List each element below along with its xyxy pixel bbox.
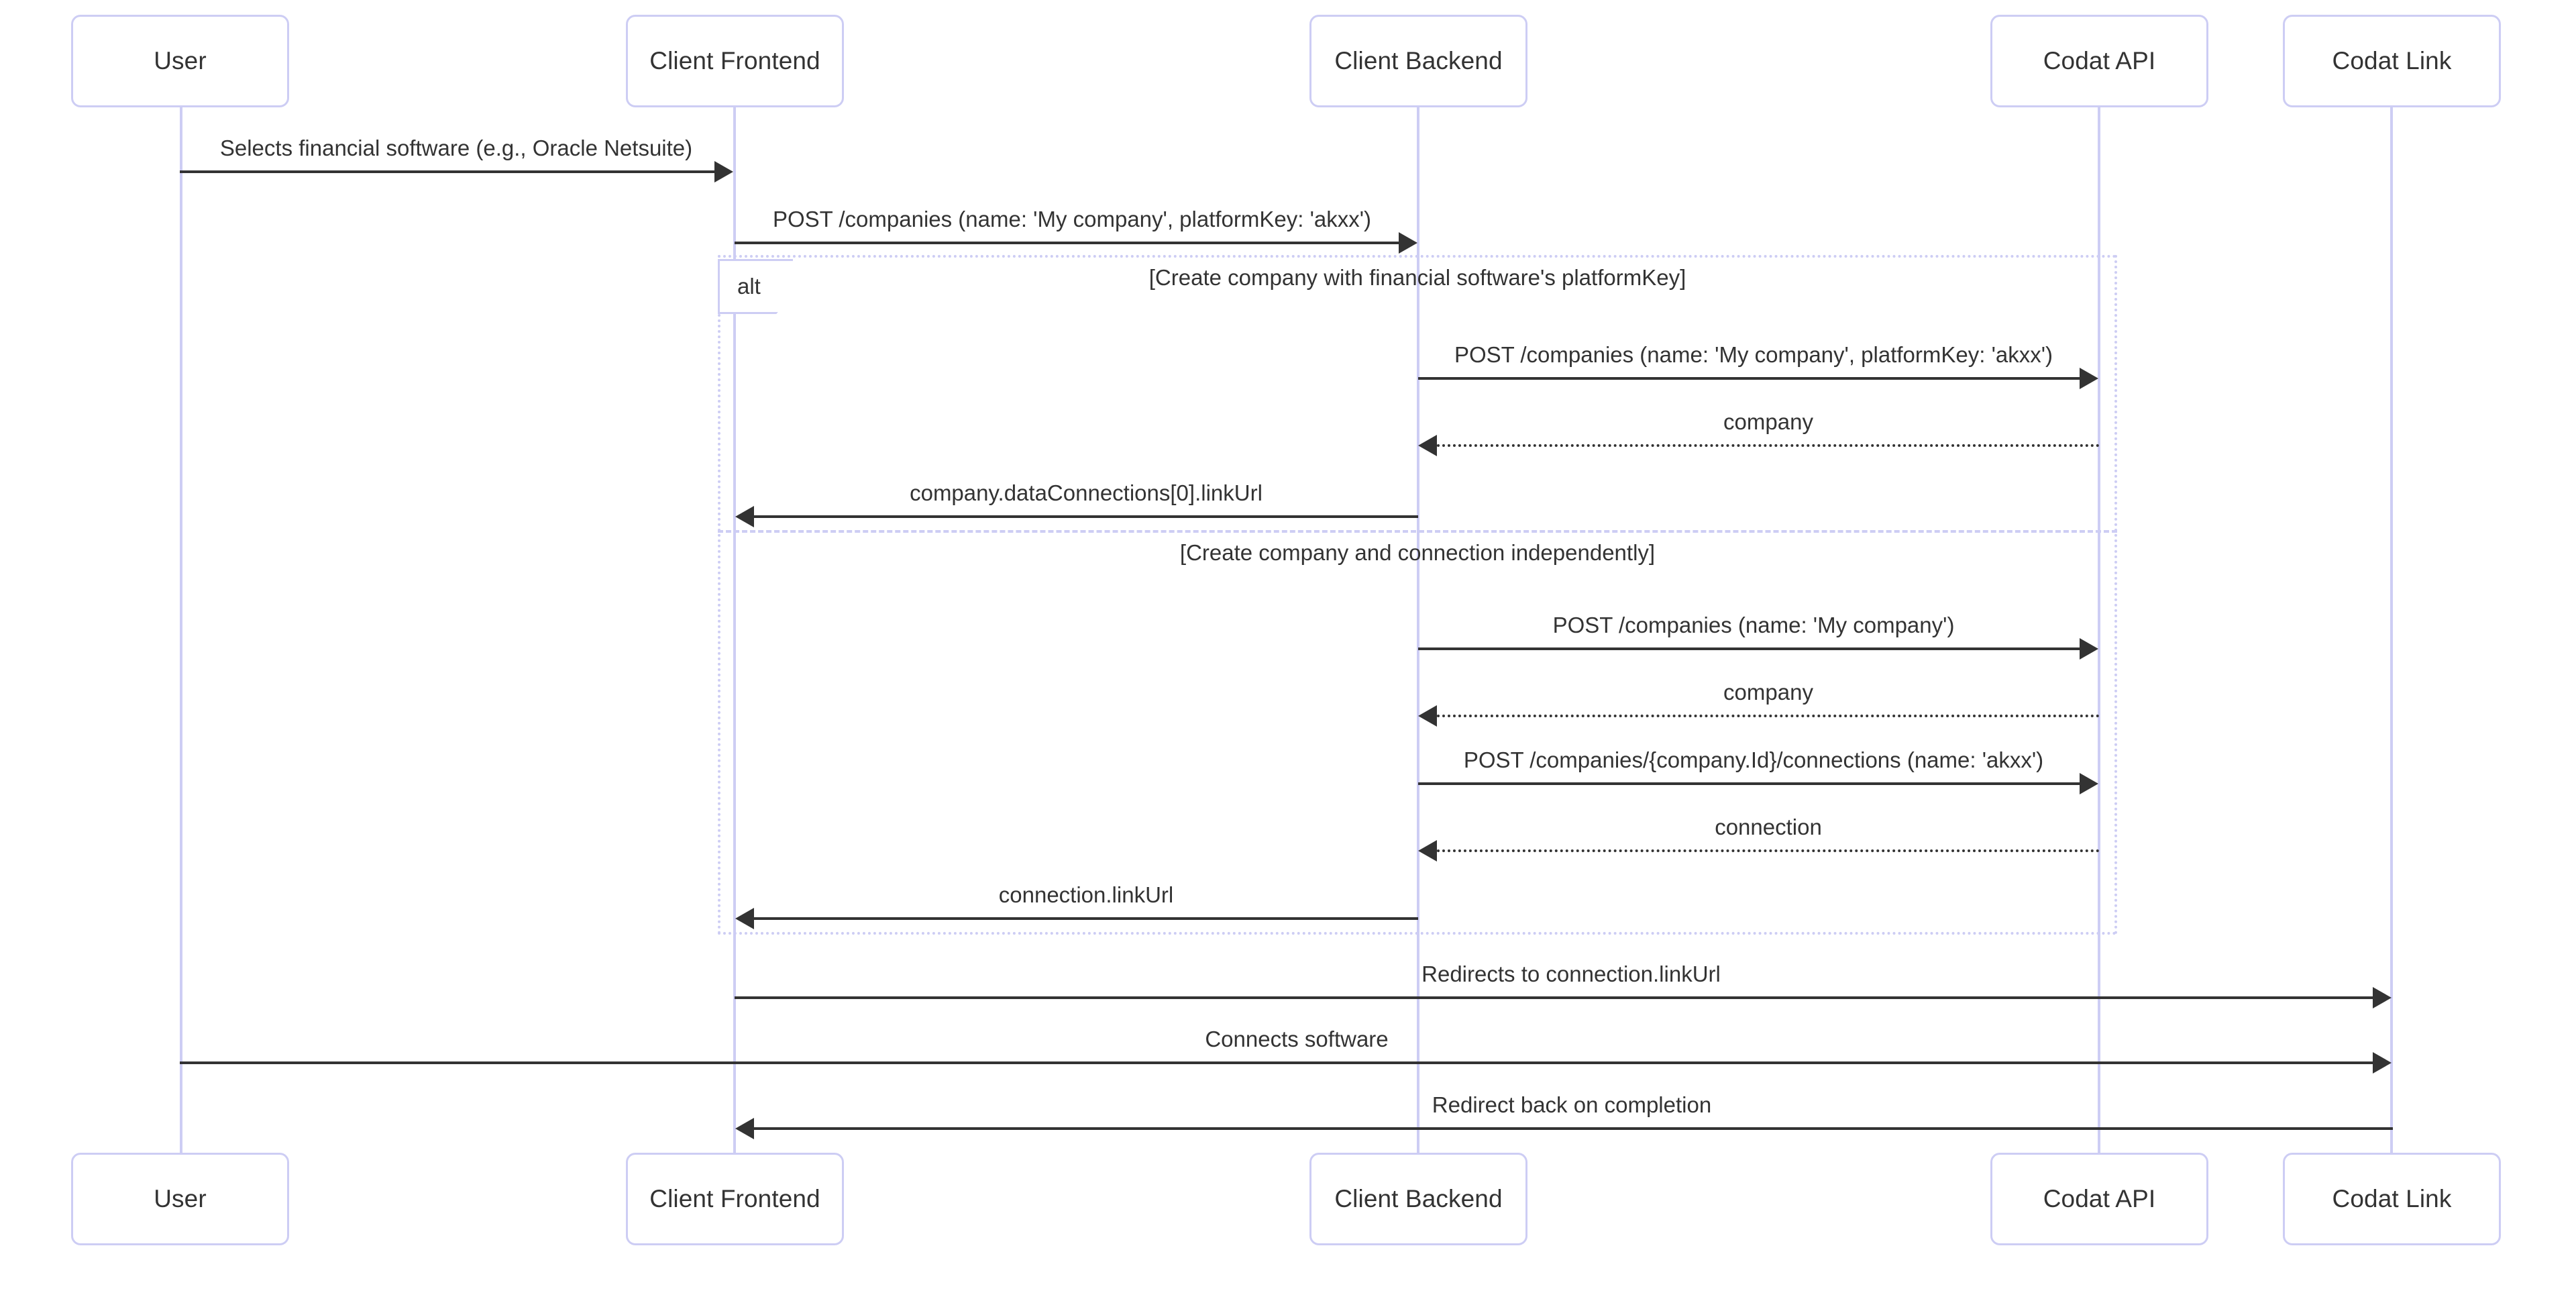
message-4-label: company [1723, 409, 1813, 434]
participant-box-user-bottom[interactable]: User [71, 1153, 289, 1245]
participant-label-user-top: User [154, 46, 207, 74]
message-11-arrowhead [2373, 987, 2392, 1008]
message-9-arrowhead [1418, 840, 1437, 862]
message-7-label: company [1723, 680, 1813, 705]
message-3-label: POST /companies (name: 'My company', pla… [1454, 342, 2053, 367]
message-1-line [180, 170, 714, 173]
participant-box-codat-link-bottom[interactable]: Codat Link [2283, 1153, 2501, 1245]
participant-label-client-backend-bottom: Client Backend [1334, 1184, 1503, 1212]
lifeline-client-backend [1417, 107, 1419, 1162]
alt-branch-condition-1: [Create company with financial software'… [1148, 265, 1686, 290]
message-12-line [180, 1061, 2373, 1064]
message-10-label: connection.linkUrl [998, 882, 1174, 907]
message-5-arrowhead [735, 506, 754, 527]
message-12-label: Connects software [1205, 1027, 1389, 1051]
participant-label-client-frontend-top: Client Frontend [649, 46, 820, 74]
participant-box-codat-link-top[interactable]: Codat Link [2283, 15, 2501, 107]
message-13-label: Redirect back on completion [1432, 1092, 1712, 1117]
participant-box-client-frontend-top[interactable]: Client Frontend [626, 15, 844, 107]
alt-fragment-tag: alt [718, 259, 793, 314]
message-1-label: Selects financial software (e.g., Oracle… [219, 136, 693, 160]
message-8-line [1418, 782, 2080, 785]
lifeline-codat-link [2390, 107, 2393, 1162]
message-4-line [1437, 444, 2100, 447]
participant-box-client-backend-bottom[interactable]: Client Backend [1309, 1153, 1527, 1245]
participant-box-client-frontend-bottom[interactable]: Client Frontend [626, 1153, 844, 1245]
message-8-label: POST /companies/{company.Id}/connections… [1463, 747, 2044, 772]
participant-label-client-frontend-bottom: Client Frontend [649, 1184, 820, 1212]
message-11-label: Redirects to connection.linkUrl [1421, 962, 1721, 986]
alt-fragment-divider [718, 530, 2117, 533]
message-6-label: POST /companies (name: 'My company') [1552, 613, 1955, 637]
participant-label-codat-api-top: Codat API [2043, 46, 2156, 74]
lifeline-codat-api [2098, 107, 2100, 1162]
message-12-arrowhead [2373, 1052, 2392, 1074]
message-2-line [735, 242, 1399, 244]
participant-label-codat-link-bottom: Codat Link [2332, 1184, 2452, 1212]
message-7-line [1437, 715, 2100, 717]
message-7-arrowhead [1418, 705, 1437, 727]
lifeline-client-frontend [733, 107, 736, 1162]
message-11-line [735, 996, 2373, 999]
message-5-label: company.dataConnections[0].linkUrl [910, 480, 1263, 505]
participant-box-user-top[interactable]: User [71, 15, 289, 107]
message-10-arrowhead [735, 908, 754, 929]
message-4-arrowhead [1418, 435, 1437, 456]
message-2-arrowhead [1399, 232, 1417, 254]
message-3-line [1418, 377, 2080, 380]
participant-label-codat-api-bottom: Codat API [2043, 1184, 2156, 1212]
message-8-arrowhead [2080, 773, 2098, 794]
participant-box-codat-api-bottom[interactable]: Codat API [1990, 1153, 2208, 1245]
message-10-line [754, 917, 1418, 920]
participant-label-user-bottom: User [154, 1184, 207, 1212]
message-6-arrowhead [2080, 638, 2098, 660]
participant-box-codat-api-top[interactable]: Codat API [1990, 15, 2208, 107]
alt-branch-condition-2: [Create company and connection independe… [1179, 540, 1656, 565]
message-9-label: connection [1715, 815, 1822, 839]
participant-label-codat-link-top: Codat Link [2332, 46, 2452, 74]
message-5-line [754, 515, 1418, 518]
message-9-line [1437, 849, 2100, 852]
lifeline-user [180, 107, 182, 1162]
message-2-label: POST /companies (name: 'My company', pla… [772, 207, 1372, 231]
message-6-line [1418, 647, 2080, 650]
alt-fragment-tag-label: alt [737, 274, 761, 299]
participant-label-client-backend-top: Client Backend [1334, 46, 1503, 74]
message-13-line [754, 1127, 2393, 1130]
alt-fragment-frame [718, 255, 2117, 935]
message-1-arrowhead [714, 161, 733, 183]
message-13-arrowhead [735, 1118, 754, 1139]
participant-box-client-backend-top[interactable]: Client Backend [1309, 15, 1527, 107]
message-3-arrowhead [2080, 368, 2098, 389]
